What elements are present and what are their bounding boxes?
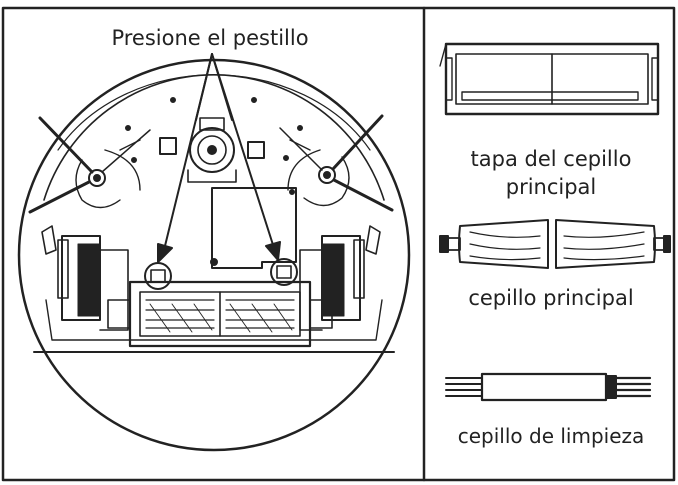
cleaning-brush-label: cepillo de limpieza xyxy=(424,424,678,448)
front-caster xyxy=(188,118,236,182)
latch-left xyxy=(145,263,171,289)
robot-bottom-view xyxy=(19,54,409,450)
left-wheel xyxy=(42,226,128,330)
cleaning-brush-illustration xyxy=(446,374,650,400)
main-brush-illustration xyxy=(440,220,670,268)
cliff-sensor-right xyxy=(248,142,264,158)
main-brush-label: cepillo principal xyxy=(424,286,678,310)
battery-cover xyxy=(212,188,296,268)
brush-cover-label: tapa del cepillo principal xyxy=(424,145,678,201)
cliff-sensor-left xyxy=(160,138,176,154)
right-wheel xyxy=(300,226,380,330)
brush-cover-illustration xyxy=(440,44,658,114)
left-side-brush xyxy=(30,118,150,212)
main-brush-housing xyxy=(108,282,332,346)
latch-instruction-label: Presione el pestillo xyxy=(60,26,360,50)
